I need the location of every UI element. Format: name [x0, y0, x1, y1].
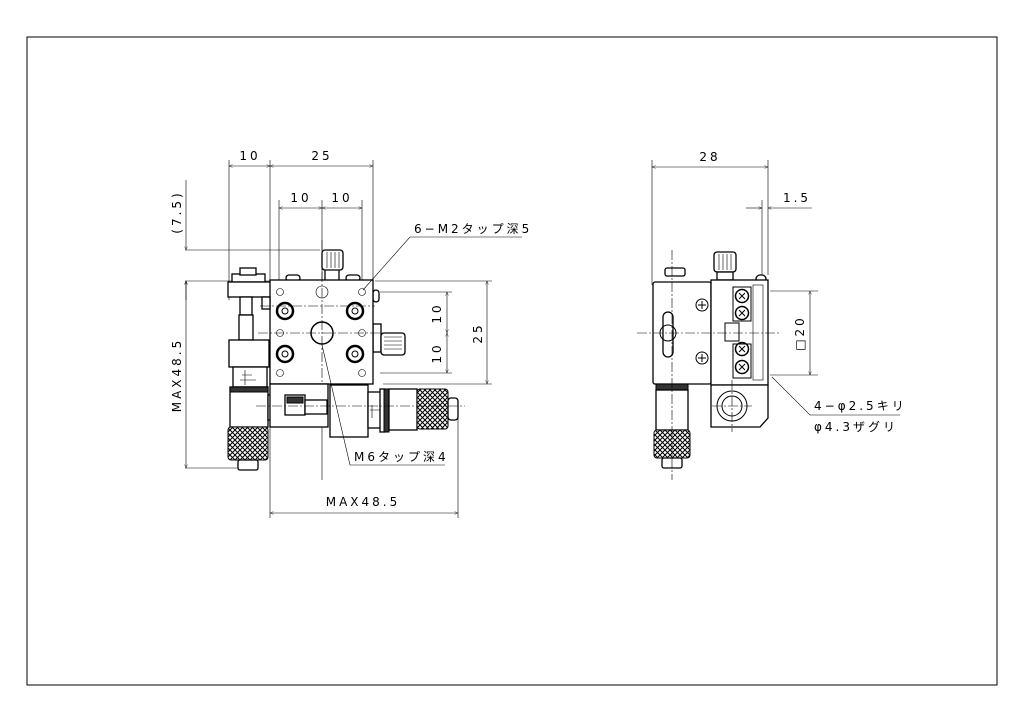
note-holes-line1: 4−φ2.5キリ [814, 399, 907, 413]
dim-top-width: 25 [311, 149, 332, 163]
right-view: 28 1.5 □20 4−φ2.5キリ φ4.3ザグリ [637, 150, 907, 480]
dim-width-max: MAX48.5 [326, 495, 401, 509]
vertical-micrometer [227, 267, 274, 471]
note-m2-taps: 6−M2タップ深5 [414, 222, 532, 236]
dim-square: □20 [793, 315, 807, 351]
dim-depth: 28 [699, 150, 720, 164]
side-adjust-knob [380, 332, 406, 356]
drawing-border [26, 36, 998, 686]
left-view: 10 25 10 10 (7.5) MAX48.5 10 10 25 MAX48… [170, 149, 532, 518]
stage-block [258, 240, 406, 400]
dim-right-pitch-a: 10 [430, 302, 444, 323]
dim-height-max: MAX48.5 [170, 338, 184, 413]
dim-right-height: 25 [471, 322, 485, 343]
horizontal-micrometer [256, 383, 465, 438]
dim-offset: 1.5 [783, 191, 811, 205]
note-holes-line2: φ4.3ザグリ [814, 420, 898, 434]
dim-knob-offset: (7.5) [170, 190, 184, 233]
dim-hole-pitch-b: 10 [331, 191, 352, 205]
dim-hole-pitch-a: 10 [290, 191, 311, 205]
dim-right-pitch-b: 10 [430, 342, 444, 363]
note-m6-tap: M6タップ深4 [354, 450, 449, 464]
top-adjust-knob [321, 249, 344, 271]
dim-top-left: 10 [239, 149, 260, 163]
